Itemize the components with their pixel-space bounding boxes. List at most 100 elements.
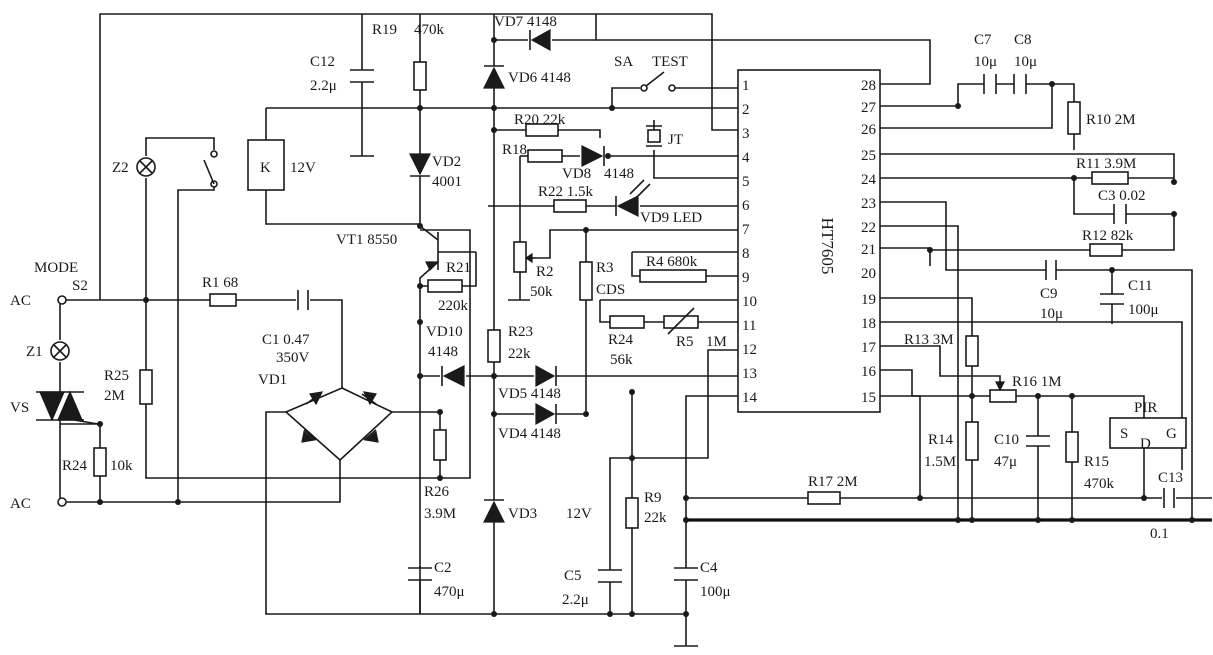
r21-value: 220k	[438, 298, 469, 314]
c9-label: C9	[1040, 286, 1058, 302]
c7-capacitor	[983, 74, 997, 94]
vd10-diode	[441, 365, 465, 387]
vd8-label: VD8	[562, 166, 591, 182]
pin-label: 17	[861, 340, 877, 356]
r10-label: R10 2M	[1086, 112, 1136, 128]
pin-label: 9	[742, 270, 750, 286]
c2-value: 470μ	[434, 584, 465, 600]
pin-label: 15	[861, 390, 876, 406]
vd2-label: VD2	[432, 154, 461, 170]
pir-d-label: D	[1140, 436, 1151, 452]
c11-label: C11	[1128, 278, 1152, 294]
r17-label: R17 2M	[808, 474, 858, 490]
ac-bottom-label: AC	[10, 496, 31, 512]
z2-label: Z2	[112, 160, 129, 176]
r15-resistor	[1065, 431, 1079, 463]
r11-label: R11 3.9M	[1076, 156, 1136, 172]
vd6-label: VD6 4148	[508, 70, 571, 86]
test-label: TEST	[652, 54, 688, 70]
r15-value: 470k	[1084, 476, 1115, 492]
vd3-zener	[483, 499, 505, 523]
pir-g-label: G	[1166, 426, 1177, 442]
vt1-transistor	[425, 232, 476, 272]
ac-top-label: AC	[10, 293, 31, 309]
c3-capacitor	[1113, 204, 1127, 224]
pin-label: 24	[861, 172, 877, 188]
r14-resistor	[965, 421, 979, 461]
junction-dots	[97, 37, 1195, 617]
c4-capacitor	[674, 567, 698, 647]
pin-label: 11	[742, 318, 756, 334]
r9-label: R9	[644, 490, 662, 506]
pin-label: 7	[742, 222, 750, 238]
c8-label: C8	[1014, 32, 1032, 48]
r3-label: R3	[596, 260, 614, 276]
s2-label: S2	[72, 278, 88, 294]
pin-label: 14	[742, 390, 758, 406]
r25-label: R25	[104, 368, 129, 384]
r24-left-value: 10k	[110, 458, 133, 474]
r4-resistor	[639, 269, 707, 283]
c13-value: 0.1	[1150, 526, 1169, 542]
pin-label: 18	[861, 316, 876, 332]
r18-label: R18	[502, 142, 527, 158]
pin-label: 4	[742, 150, 750, 166]
vd7-label: VD7 4148	[494, 14, 557, 30]
vs-label: VS	[10, 400, 29, 416]
r24-left-resistor	[93, 447, 107, 477]
pin-label: 16	[861, 364, 877, 380]
pin-label: 13	[742, 366, 757, 382]
r12-resistor	[1089, 243, 1123, 257]
pir-s-label: S	[1120, 426, 1128, 442]
r21-label: R21	[446, 260, 471, 276]
r14-label: R14	[928, 432, 954, 448]
relay-contact-icon	[203, 150, 218, 188]
r19-resistor	[413, 61, 427, 91]
r11-resistor	[1091, 171, 1129, 185]
pin-label: 27	[861, 100, 877, 116]
c10-value: 47μ	[994, 454, 1017, 470]
r25-value: 2M	[104, 388, 125, 404]
r13-resistor	[965, 335, 979, 367]
r26-label: R26	[424, 484, 450, 500]
z2-lamp-icon	[136, 157, 156, 177]
c7-value: 10μ	[974, 54, 997, 70]
pin-label: 12	[742, 342, 757, 358]
r24-label: R24	[608, 332, 634, 348]
r22-label: R22 1.5k	[538, 184, 594, 200]
mode-label: MODE	[34, 260, 78, 276]
vt1-label: VT1 8550	[336, 232, 397, 248]
c2-label: C2	[434, 560, 452, 576]
c12-capacitor	[350, 69, 374, 157]
vs-triac-icon	[36, 390, 99, 425]
r23-label: R23	[508, 324, 533, 340]
ic-name-label: HT7605	[818, 218, 837, 275]
c4-label: C4	[700, 560, 718, 576]
pin-label: 20	[861, 266, 876, 282]
r20-resistor	[525, 123, 559, 137]
ic-ht7605	[737, 69, 881, 413]
pin-label: 10	[742, 294, 757, 310]
c8-capacitor	[1013, 74, 1027, 94]
c12-value: 2.2μ	[310, 78, 337, 94]
relay-k-coil	[247, 139, 285, 191]
sa-test-switch[interactable]	[640, 71, 676, 92]
vd10-label: VD10	[426, 324, 463, 340]
ac-bottom-terminal	[57, 497, 67, 507]
ic-right-pin-numbers: 28 27 26 25 24 23 22 21 20 19 18 17 16 1…	[861, 78, 877, 406]
r26-value: 3.9M	[424, 506, 456, 522]
c4-value: 100μ	[700, 584, 731, 600]
c13-capacitor	[1163, 488, 1175, 508]
c11-capacitor	[1100, 293, 1124, 305]
c7-label: C7	[974, 32, 992, 48]
r13-label: R13 3M	[904, 332, 954, 348]
vd3-label: VD3	[508, 506, 537, 522]
r23-resistor	[487, 329, 501, 363]
pin-label: 2	[742, 102, 750, 118]
c10-label: C10	[994, 432, 1019, 448]
r5-value: 1M	[706, 334, 727, 350]
r9-resistor	[625, 497, 639, 529]
r5-label: R5	[676, 334, 694, 350]
r24-left-label: R24	[62, 458, 88, 474]
r4-label: R4 680k	[646, 254, 698, 270]
